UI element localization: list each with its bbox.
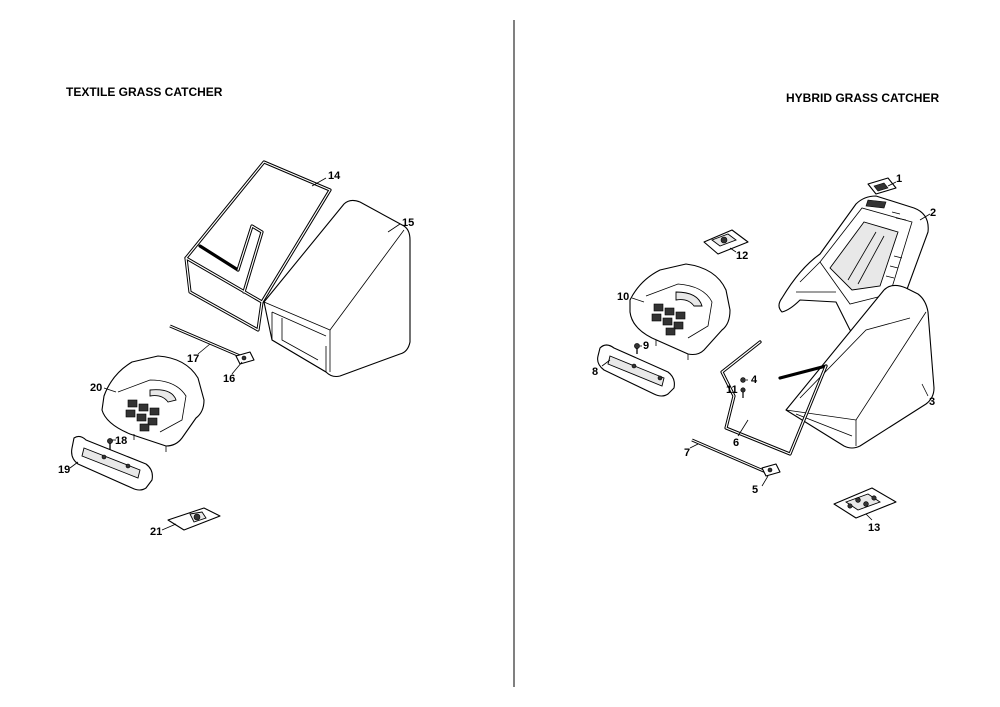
part-17-rod	[169, 324, 241, 358]
part-20-handle-cover	[101, 355, 205, 452]
label-17: 17	[187, 353, 199, 365]
part-1-label	[867, 177, 897, 195]
part-9-screw	[634, 343, 640, 354]
label-16: 16	[223, 373, 235, 385]
label-7: 7	[684, 447, 690, 459]
label-10: 10	[617, 291, 629, 303]
part-13-hardware-bag	[833, 487, 897, 519]
label-9: 9	[643, 340, 649, 352]
label-5: 5	[752, 484, 758, 496]
part-5-clip	[761, 463, 781, 477]
part-21-hardware-bag	[167, 507, 221, 531]
part-19-handle	[71, 435, 153, 491]
part-10-handle-cover	[629, 263, 731, 360]
label-14: 14	[328, 170, 341, 182]
label-21: 21	[150, 526, 162, 538]
label-6: 6	[733, 437, 739, 449]
left-leader-lines	[69, 177, 401, 531]
label-19: 19	[58, 464, 70, 476]
part-6-frame	[720, 340, 828, 456]
handle-cover-grip-pattern-hybrid	[651, 303, 686, 336]
label-12: 12	[736, 250, 748, 262]
part-15-textile-bag	[263, 199, 411, 378]
hybrid-grass-catcher-title: HYBRID GRASS CATCHER	[786, 91, 939, 105]
right-leader-lines	[601, 181, 931, 521]
label-1: 1	[896, 173, 902, 185]
label-18: 18	[115, 435, 127, 447]
top-cover-vent-pattern	[885, 211, 907, 279]
label-15: 15	[402, 217, 414, 229]
label-4: 4	[751, 374, 758, 386]
part-18-screw	[107, 438, 113, 450]
part-14-frame	[184, 160, 332, 332]
label-13: 13	[868, 522, 880, 534]
textile-grass-catcher-title: TEXTILE GRASS CATCHER	[66, 85, 223, 99]
part-16-clip	[235, 351, 255, 365]
part-11-screws	[740, 387, 746, 398]
part-4-screw	[740, 377, 746, 383]
label-2: 2	[930, 207, 936, 219]
label-3: 3	[929, 396, 935, 408]
part-3-bag-base	[785, 284, 935, 449]
part-8-handle	[597, 344, 675, 397]
part-7-rod	[691, 438, 767, 474]
label-11: 11	[726, 384, 738, 396]
label-20: 20	[90, 382, 102, 394]
label-8: 8	[592, 366, 598, 378]
handle-cover-grip-pattern	[125, 399, 160, 432]
part-12-hardware-bag	[703, 229, 749, 255]
